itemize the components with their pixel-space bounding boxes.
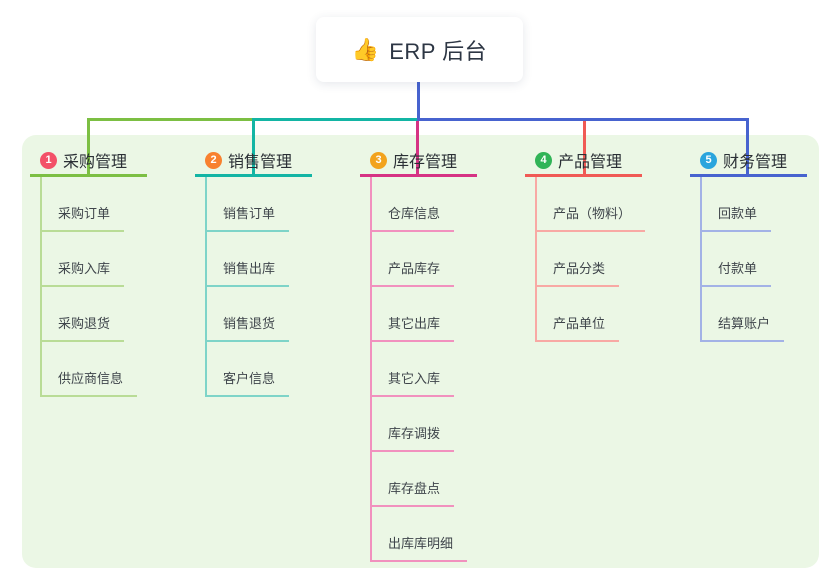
branch-number-badge: 2 [205,151,222,169]
branch-inventory-management: 3 库存管理 仓库信息 产品库存 其它出库 其它入库 库存调拨 库存盘点 出库库… [360,146,477,562]
child-node[interactable]: 结算账户 [700,314,785,342]
child-node[interactable]: 销售出库 [205,259,290,287]
connector-drop-branch-2 [252,118,255,177]
connector-drop-branch-3 [416,121,419,177]
child-node[interactable]: 销售退货 [205,314,290,342]
child-node[interactable]: 产品分类 [535,259,620,287]
mindmap-panel [22,135,819,568]
branch-spine-line [40,177,42,395]
child-node[interactable]: 库存盘点 [370,479,455,507]
child-node[interactable]: 出库库明细 [370,534,468,562]
child-node[interactable]: 其它入库 [370,369,455,397]
root-title: ERP 后台 [389,38,488,64]
child-node[interactable]: 客户信息 [205,369,290,397]
branch-spine-line [205,177,207,395]
connector-horizontal-green [87,118,255,121]
thumbs-up-icon: 👍 [351,36,380,62]
connector-drop-branch-1 [87,118,90,177]
child-node[interactable]: 采购退货 [40,314,125,342]
connector-horizontal-blue [417,118,749,121]
connector-horizontal-teal [252,118,420,121]
branch-title: 库存管理 [393,154,458,171]
connector-drop-branch-5 [746,118,749,177]
branch-sales-management: 2 销售管理 销售订单 销售出库 销售退货 客户信息 [195,146,312,397]
branch-spine-line [700,177,702,340]
branch-title: 采购管理 [63,154,128,171]
branch-number-badge: 4 [535,151,552,169]
child-node[interactable]: 付款单 [700,259,772,287]
branch-header[interactable]: 2 销售管理 [195,146,312,177]
child-node[interactable]: 库存调拨 [370,424,455,452]
branch-header[interactable]: 4 产品管理 [525,146,642,177]
branch-spine-line [535,177,537,340]
branch-header[interactable]: 3 库存管理 [360,146,477,177]
child-node[interactable]: 产品（物料） [535,204,646,232]
branch-number-badge: 1 [40,151,57,169]
branch-number-badge: 3 [370,151,387,169]
branch-purchase-management: 1 采购管理 采购订单 采购入库 采购退货 供应商信息 [30,146,147,397]
child-node[interactable]: 仓库信息 [370,204,455,232]
branch-header[interactable]: 1 采购管理 [30,146,147,177]
child-node[interactable]: 其它出库 [370,314,455,342]
branch-header[interactable]: 5 财务管理 [690,146,807,177]
child-node[interactable]: 产品单位 [535,314,620,342]
branch-spine-line [370,177,372,560]
root-node[interactable]: 👍 ERP 后台 [316,17,523,82]
child-node[interactable]: 产品库存 [370,259,455,287]
connector-drop-branch-4 [583,121,586,177]
branch-finance-management: 5 财务管理 回款单 付款单 结算账户 [690,146,807,342]
connector-root [417,82,420,121]
child-node[interactable]: 供应商信息 [40,369,138,397]
branch-title: 财务管理 [723,154,788,171]
branch-title: 销售管理 [228,154,293,171]
child-node[interactable]: 采购订单 [40,204,125,232]
child-node[interactable]: 回款单 [700,204,772,232]
child-node[interactable]: 销售订单 [205,204,290,232]
branch-title: 产品管理 [558,154,623,171]
branch-product-management: 4 产品管理 产品（物料） 产品分类 产品单位 [525,146,646,342]
child-node[interactable]: 采购入库 [40,259,125,287]
branch-number-badge: 5 [700,151,717,169]
